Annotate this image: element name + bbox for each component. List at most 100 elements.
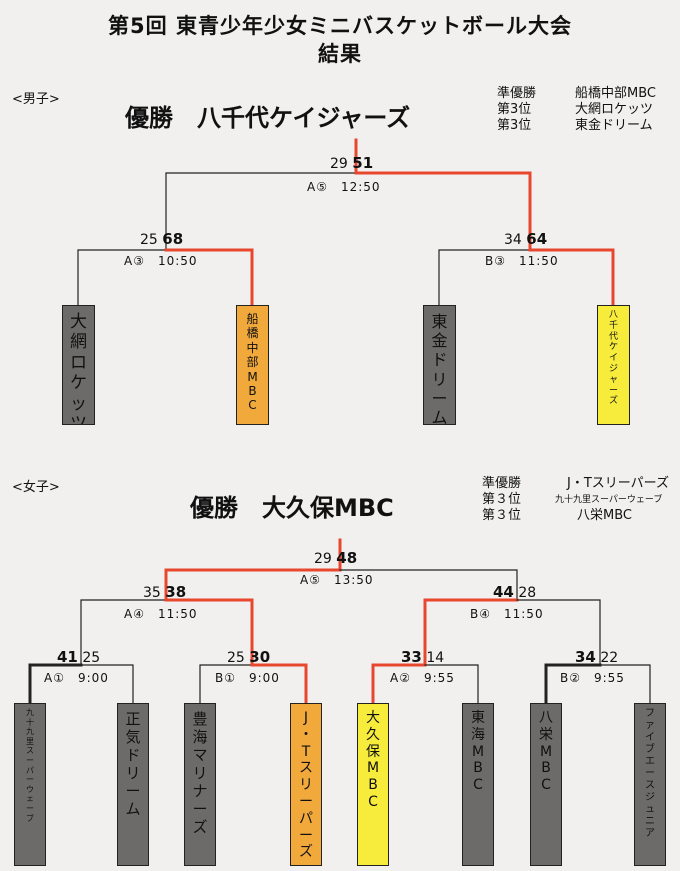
bracket-line [28, 663, 83, 705]
team-name-char: ケ [608, 342, 618, 353]
bracket-line [516, 599, 601, 666]
team-name-char: ー [125, 782, 141, 800]
team-name-char: リ [431, 369, 448, 389]
bracket-line [599, 664, 651, 704]
team-name-char: J [303, 710, 309, 726]
result-place: 準優勝 [482, 476, 522, 491]
score-right: 28 [518, 585, 537, 601]
team-name: ファイブエースジュニア [645, 708, 655, 840]
boys-semi-left-score: 25 68 [140, 230, 183, 248]
bracket-line [371, 663, 427, 705]
score-left: 29 [330, 156, 348, 172]
team-name-char: ー [26, 775, 34, 785]
team-name: 正気ドリーム [125, 710, 140, 818]
girls-r1-1-info: A① 9:00 [44, 671, 109, 685]
team-name-char: B [248, 383, 257, 398]
team-name-char: 部 [246, 355, 259, 370]
team-name: 八千代ケイジャーズ [609, 310, 618, 407]
bracket-line [528, 248, 615, 307]
team-name-char: ー [299, 793, 313, 810]
score-right: 64 [526, 230, 548, 248]
team-name-char: パ [26, 765, 34, 775]
team-name: 大網ロケッツ [70, 312, 87, 424]
team-name-char: ニ [645, 816, 655, 827]
result-team: 船橋中部MBC [575, 86, 656, 101]
team-name-char: イ [645, 732, 655, 743]
team-name-char: ー [431, 388, 448, 408]
boys-results-places: 準優勝 第3位 第3位 [497, 86, 536, 134]
bracket-line [438, 249, 531, 306]
girls-r1-3-score: 33 14 [401, 648, 444, 666]
team-name-char: 海 [471, 726, 485, 743]
team-name-char: ブ [26, 813, 34, 823]
team-name-char: 十 [26, 717, 34, 727]
score-left: 33 [401, 648, 422, 666]
team-name-char: C [541, 777, 551, 794]
team-name-char: 栄 [539, 726, 553, 743]
team-name-char: 海 [192, 728, 208, 746]
team-box-girls-2: 正気ドリーム [117, 703, 149, 866]
page-title: 第5回 東青少年少女ミニバスケットボール大会 [108, 14, 572, 38]
team-name-char: T [301, 743, 311, 760]
team-box-boys-4: 八千代ケイジャーズ [597, 305, 630, 425]
score-right: 51 [352, 154, 374, 172]
team-name-char: 橋 [246, 326, 259, 341]
team-name-char: B [473, 760, 483, 777]
result-place: 第３位 [482, 492, 522, 507]
bracket-line [544, 663, 602, 705]
result-place: 第３位 [482, 508, 522, 523]
team-name-char: 東 [471, 710, 485, 726]
score-left: 34 [575, 648, 596, 666]
team-box-girls-1: 九十九里スーパーウェーブ [14, 703, 46, 866]
bracket-line [164, 568, 342, 602]
boys-final-score: 29 51 [330, 154, 373, 172]
team-name-char: 九 [26, 708, 34, 717]
bracket-line [80, 599, 167, 666]
team-name-char: ケ [70, 373, 87, 394]
score-left: 25 [227, 650, 245, 666]
team-name-char: 正 [125, 710, 141, 728]
team-name-char: ム [431, 407, 448, 425]
team-box-boys-3: 東金ドリーム [423, 305, 456, 425]
team-name-char: ー [192, 800, 208, 818]
team-name: 東金ドリーム [431, 312, 448, 425]
result-team: 九十九里スーパーウェーブ [555, 495, 663, 505]
team-name-char: 豊 [192, 710, 208, 728]
team-name-char: ー [645, 768, 655, 779]
team-name-char: ズ [192, 818, 208, 836]
team-name-char: M [247, 369, 258, 384]
team-name-char: フ [645, 708, 655, 719]
team-name-char: 千 [608, 320, 618, 331]
bracket-line [77, 249, 167, 306]
team-name-char: 船 [246, 312, 259, 326]
team-name-char: ド [125, 746, 141, 764]
score-right: 14 [426, 650, 445, 666]
team-name-char: パ [299, 810, 313, 827]
team-name-char: C [368, 793, 378, 810]
bracket-line [165, 172, 357, 251]
team-name-char: エ [645, 756, 655, 767]
score-left: 29 [314, 551, 332, 567]
team-name-char: ァ [645, 720, 655, 731]
score-right: 38 [165, 583, 187, 601]
team-name-char: ブ [645, 744, 655, 755]
girls-r1-1-score: 41 25 [57, 648, 100, 666]
team-name-char: 久 [366, 726, 380, 743]
team-name-char: M [366, 760, 380, 777]
team-name-char: 九 [26, 727, 34, 737]
team-name-char: ウ [26, 784, 34, 794]
team-name-char: 代 [608, 331, 618, 342]
boys-section-label: <男子> [12, 92, 60, 107]
result-team: 大網ロケッツ [575, 102, 654, 117]
girls-semi-left-score: 35 38 [143, 583, 186, 601]
result-team: 八栄MBC [577, 508, 632, 523]
score-right: 48 [336, 549, 358, 567]
team-name: 豊海マリナーズ [192, 710, 207, 836]
team-name-char: ス [26, 746, 34, 756]
team-name-char: ズ [299, 844, 313, 861]
team-name-char: ャ [608, 374, 618, 385]
